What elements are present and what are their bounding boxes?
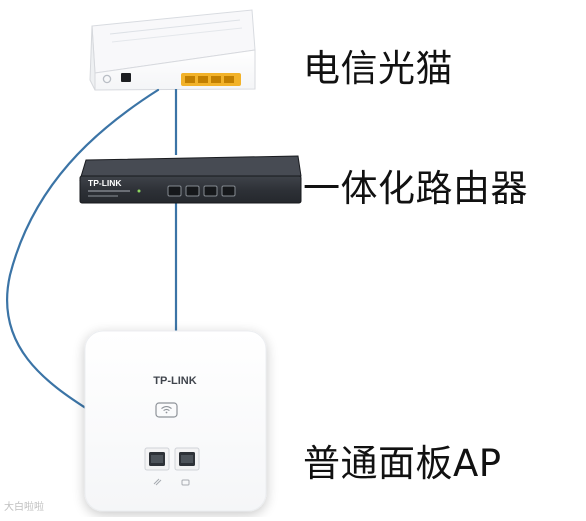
phone-icon — [153, 478, 162, 486]
ap-panel: TP-LINK — [84, 330, 267, 512]
watermark-label: 大白啦啦 — [4, 502, 44, 513]
modem-power-port — [121, 73, 131, 82]
ap-label: 普通面板AP — [303, 442, 502, 485]
wifi-icon — [155, 402, 178, 418]
router-device: TP-LINK — [79, 155, 302, 204]
modem-button-icon — [102, 74, 112, 84]
ap-brand-logo: TP-LINK — [153, 375, 196, 387]
router-label: 一体化路由器 — [303, 167, 528, 210]
modem-label: 电信光猫 — [303, 47, 453, 90]
router-brand-logo: TP-LINK — [88, 178, 122, 188]
ap-right-port — [174, 447, 200, 471]
modem-device — [89, 9, 256, 91]
ap-left-port — [144, 447, 170, 471]
modem-lan-ports — [181, 73, 241, 86]
router-ports — [167, 185, 236, 197]
network-jack-icon — [181, 479, 190, 486]
